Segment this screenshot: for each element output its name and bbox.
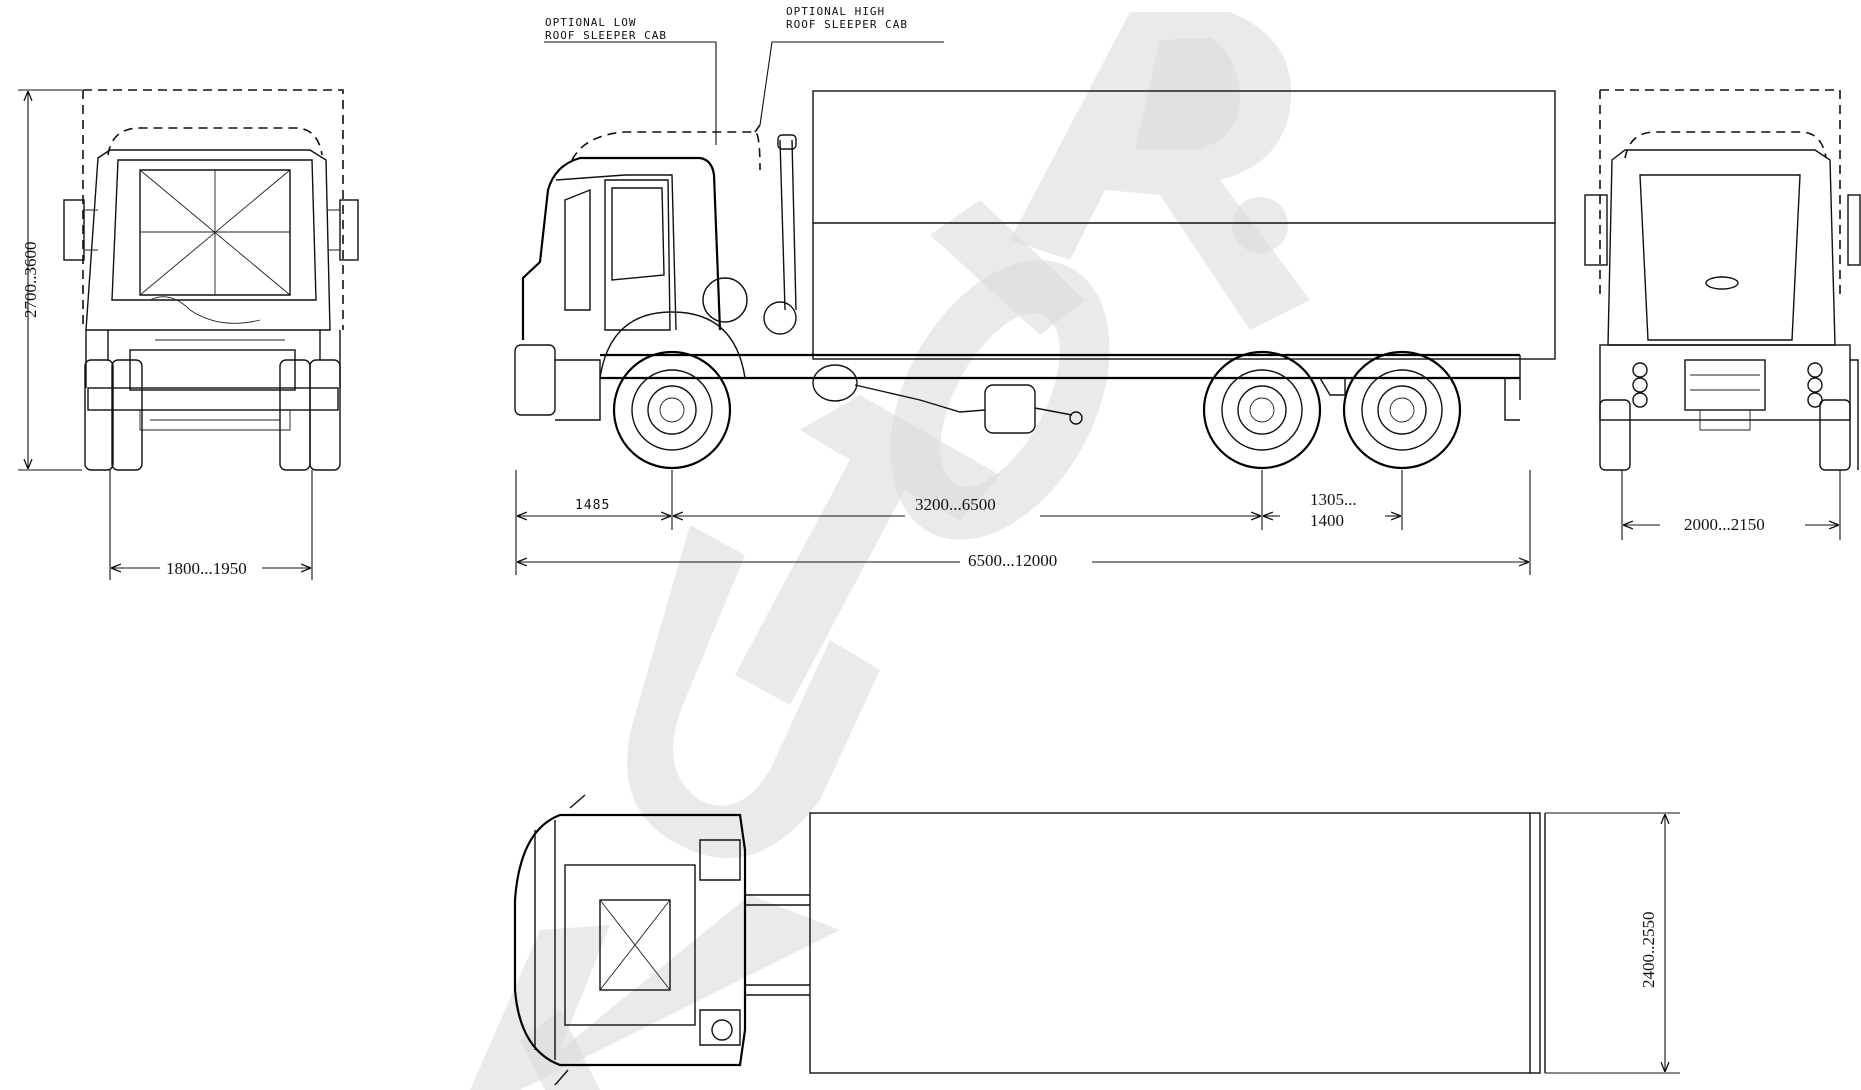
low-roof-note-line2: ROOF SLEEPER CAB <box>545 29 667 42</box>
rear-view <box>1584 89 1861 471</box>
overall-length-label: 6500...12000 <box>968 551 1057 570</box>
tandem-spacing-label-line2: 1400 <box>1310 511 1344 530</box>
front-height-label: 2700..3600 <box>21 242 40 319</box>
high-roof-note-line1: OPTIONAL HIGH <box>786 5 885 18</box>
rear-width-label: 2000...2150 <box>1684 515 1765 534</box>
rear-wheel-2 <box>1342 350 1462 470</box>
body-width-label: 2400..2550 <box>1639 912 1658 989</box>
high-roof-note-line2: ROOF SLEEPER CAB <box>786 18 908 31</box>
front-view <box>63 89 359 471</box>
rear-width-dimension <box>1621 470 1841 540</box>
front-track-dimension <box>109 470 313 580</box>
watermark <box>470 12 1310 1090</box>
side-view <box>514 90 1556 470</box>
body-width-dimension <box>1545 812 1680 1074</box>
low-roof-note-line1: OPTIONAL LOW <box>545 16 636 29</box>
sleeper-cab-leaders <box>544 41 944 145</box>
wheelbase-label: 3200...6500 <box>915 495 996 514</box>
side-dimensions <box>515 470 1531 575</box>
top-view <box>513 794 1546 1086</box>
front-wheel <box>612 350 732 470</box>
front-overhang-label: 1485 <box>575 498 610 513</box>
rear-wheel-1 <box>1202 350 1322 470</box>
front-height-dimension <box>18 89 82 471</box>
tandem-spacing-label-line1: 1305... <box>1310 490 1357 509</box>
front-track-label: 1800...1950 <box>166 559 247 578</box>
